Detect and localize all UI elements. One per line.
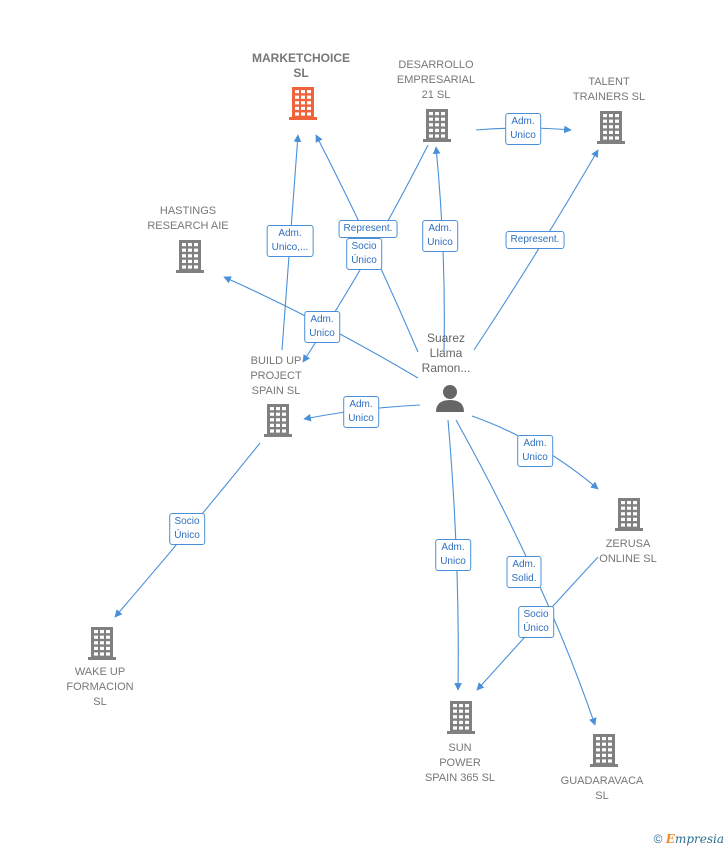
- edge-label-adm-unico-desarrollo: Adm. Unico: [422, 220, 458, 252]
- edge-label-adm-unico-talent: Adm. Unico: [505, 113, 541, 145]
- person-icon[interactable]: [436, 385, 464, 412]
- node-label-person[interactable]: Suarez Llama Ramon...: [421, 331, 471, 375]
- node-label-desarrollo[interactable]: DESARROLLO EMPRESARIAL 21 SL: [396, 59, 476, 101]
- edge-label-adm-unico-buildup: Adm. Unico: [343, 396, 379, 428]
- node-label-hastings[interactable]: HASTINGS RESEARCH AIE: [147, 205, 229, 232]
- brand-logo: Empresia: [665, 832, 724, 846]
- hastings-building-icon[interactable]: [176, 240, 204, 273]
- edge-label-adm-unico-marketchoice: Adm. Unico,...: [266, 225, 314, 257]
- wakeup-building-icon[interactable]: [88, 627, 116, 660]
- node-label-talent[interactable]: TALENT TRAINERS SL: [572, 76, 646, 103]
- edge-label-adm-solid-guadaravaca: Adm. Solid.: [506, 556, 542, 588]
- edge-label-socio-unico-buildup: Socio Único: [346, 238, 382, 270]
- zerusa-building-icon[interactable]: [615, 498, 643, 531]
- edge-label-adm-unico-sunpower: Adm. Unico: [435, 539, 471, 571]
- edge-label-socio-unico-sunpower: Socio Único: [518, 606, 554, 638]
- node-label-buildup[interactable]: BUILD UP PROJECT SPAIN SL: [250, 355, 302, 397]
- node-label-marketchoice[interactable]: MARKETCHOICE SL: [252, 51, 350, 80]
- buildup-building-icon[interactable]: [264, 404, 292, 437]
- desarrollo-building-icon[interactable]: [423, 109, 451, 142]
- marketchoice-building-icon[interactable]: [289, 87, 317, 120]
- guadaravaca-building-icon[interactable]: [590, 734, 618, 767]
- copyright-symbol: ©: [653, 832, 663, 846]
- node-label-wakeup[interactable]: WAKE UP FORMACION SL: [66, 666, 134, 708]
- footer-brand: © Empresia: [654, 832, 724, 846]
- edge-label-adm-unico-hastings: Adm. Unico: [304, 311, 340, 343]
- node-label-zerusa[interactable]: ZERUSA ONLINE SL: [599, 538, 657, 565]
- talent-building-icon[interactable]: [597, 111, 625, 144]
- sunpower-building-icon[interactable]: [447, 701, 475, 734]
- edge-person-talent: [473, 149, 599, 351]
- edge-label-represent-talent: Represent.: [505, 231, 565, 249]
- edge-label-socio-unico-wakeup: Socio Único: [169, 513, 205, 545]
- edge-label-adm-unico-zerusa: Adm. Unico: [517, 435, 553, 467]
- node-label-guadaravaca[interactable]: GUADARAVACA SL: [560, 775, 644, 802]
- node-label-sunpower[interactable]: SUN POWER SPAIN 365 SL: [424, 742, 496, 784]
- edge-label-represent-marketchoice: Represent.: [338, 220, 398, 238]
